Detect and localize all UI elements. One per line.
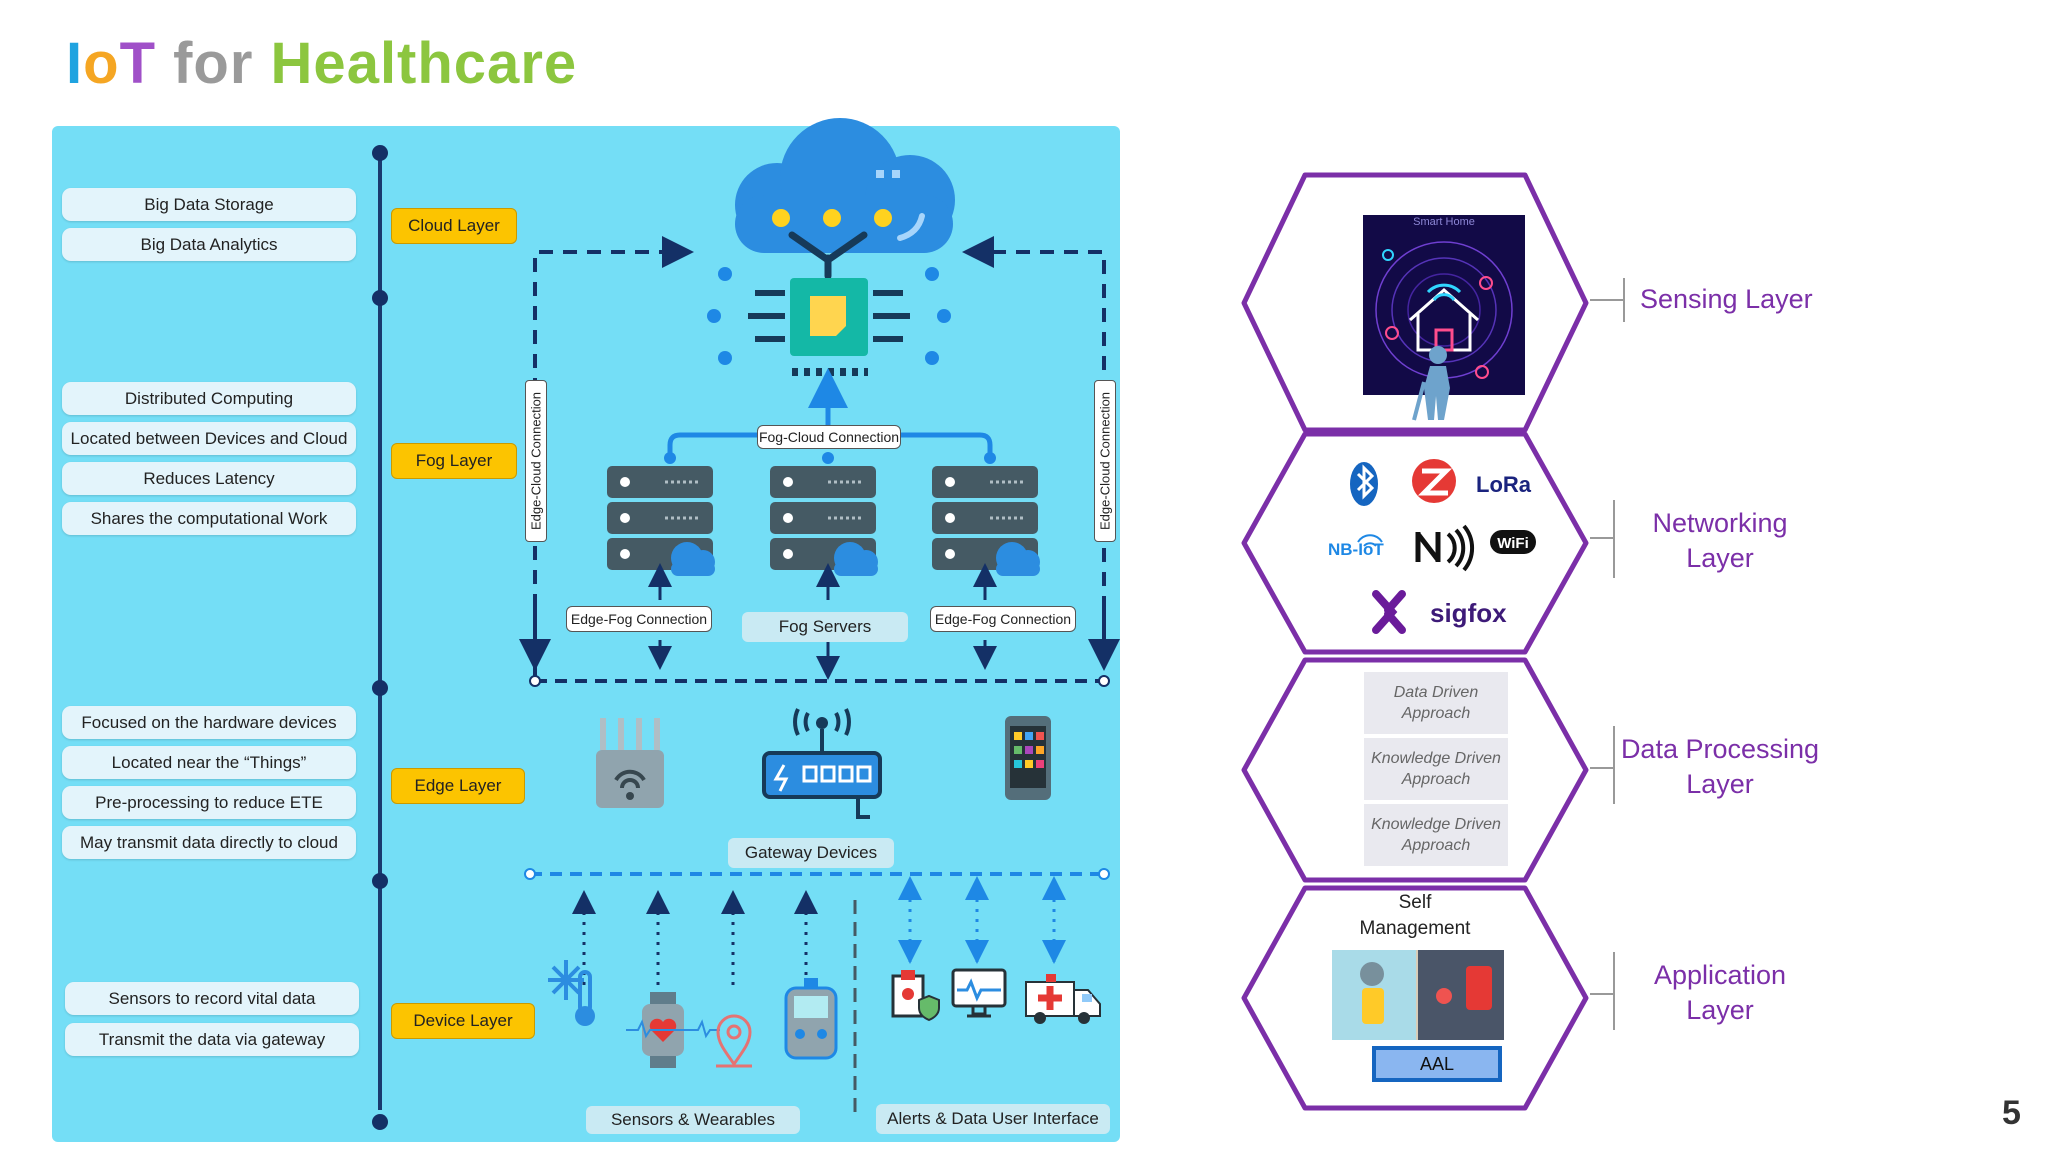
self-management-line: Management [1359, 918, 1471, 939]
medical-record-icon [891, 970, 940, 1022]
edge-fog-connection-label-right: Edge-Fog Connection [930, 606, 1076, 632]
edge-layer-label: Edge Layer [391, 768, 525, 804]
timeline-dot [372, 1114, 388, 1130]
router-icon [596, 718, 664, 808]
processing-line: Layer [1686, 769, 1754, 799]
device-item-sensors: Sensors to record vital data [65, 982, 359, 1015]
sigfox-icon [1372, 590, 1406, 634]
layer-timeline [378, 150, 382, 1110]
timeline-dot [372, 145, 388, 161]
sigfox-label: sigfox [1430, 598, 1507, 628]
aal-image [1332, 950, 1504, 1082]
timeline-dot [372, 680, 388, 696]
title-healthcare: Healthcare [270, 31, 578, 96]
application-line: Layer [1686, 995, 1754, 1025]
fog-server-icon [607, 466, 715, 576]
gateway-icon [762, 708, 882, 819]
svg-text:WiFi: WiFi [1497, 535, 1529, 552]
page-number: 5 [2002, 1094, 2021, 1132]
approach-line: Approach [1401, 837, 1471, 854]
fog-item-distributed: Distributed Computing [62, 382, 356, 415]
timeline-dot [372, 873, 388, 889]
nb-iot-icon [1357, 534, 1383, 547]
smart-home-caption: Smart Home [1413, 216, 1475, 228]
glucose-meter-icon [784, 978, 838, 1060]
device-item-transmit: Transmit the data via gateway [65, 1023, 359, 1056]
edge-fog-connection-label-left: Edge-Fog Connection [566, 606, 712, 632]
sensing-layer-label: Sensing Layer [1640, 284, 1813, 314]
ambulance-icon [1025, 974, 1101, 1024]
title-letter-i: I [66, 31, 84, 96]
lora-label: LoRa [1476, 472, 1531, 497]
processing-line: Data Processing [1620, 734, 1820, 764]
networking-line: Layer [1686, 543, 1754, 573]
gateway-devices-label: Gateway Devices [728, 838, 894, 868]
monitor-vitals-icon [951, 968, 1007, 1018]
approach-line: Approach [1401, 705, 1471, 722]
sensors-wearables-label: Sensors & Wearables [586, 1106, 800, 1134]
fog-layer-label: Fog Layer [391, 443, 517, 479]
edge-item-hardware: Focused on the hardware devices [62, 706, 356, 739]
fog-item-shares: Shares the computational Work [62, 502, 356, 535]
aal-label: AAL [1419, 1053, 1455, 1074]
nb-iot-label: NB-IoT [1328, 540, 1384, 559]
title-letter-t: T [119, 31, 156, 96]
title-for: for [156, 31, 271, 96]
fog-server-icon [770, 466, 878, 576]
processor-chip-icon [707, 267, 951, 376]
zigbee-icon [1412, 459, 1456, 503]
page-title: IoT for Healthcare [66, 30, 577, 97]
edge-item-preprocess: Pre-processing to reduce ETE [62, 786, 356, 819]
self-management-line: Self [1398, 892, 1432, 913]
edge-item-transmit: May transmit data directly to cloud [62, 826, 356, 859]
application-line: Application [1653, 960, 1787, 990]
edge-item-location: Located near the “Things” [62, 746, 356, 779]
edge-cloud-connection-label-right: Edge-Cloud Connection [1094, 380, 1116, 542]
approach-line: Knowledge Driven [1371, 750, 1501, 767]
smart-home-image [1363, 215, 1525, 421]
device-layer-label: Device Layer [391, 1003, 535, 1039]
edge-cloud-connection-label-left: Edge-Cloud Connection [525, 380, 547, 542]
location-pin-icon [716, 1014, 752, 1068]
cloud-icon [735, 118, 955, 280]
cloud-item-storage: Big Data Storage [62, 188, 356, 221]
alerts-ui-label: Alerts & Data User Interface [876, 1104, 1110, 1134]
bluetooth-icon [1350, 462, 1378, 506]
fog-item-location: Located between Devices and Cloud [62, 422, 356, 455]
wifi-icon: WiFi [1490, 530, 1536, 554]
bracket-lines [1590, 278, 1625, 1030]
cloud-layer-label: Cloud Layer [391, 208, 517, 244]
approach-line: Approach [1401, 771, 1471, 788]
timeline-dot [372, 290, 388, 306]
fog-servers-label: Fog Servers [742, 612, 908, 642]
nfc-icon [1415, 524, 1475, 572]
temperature-sensor-icon [548, 960, 595, 1026]
fog-server-icon [932, 466, 1040, 576]
smartphone-icon [1005, 716, 1051, 800]
heart-rate-watch-icon [626, 992, 720, 1068]
fog-item-latency: Reduces Latency [62, 462, 356, 495]
cloud-item-analytics: Big Data Analytics [62, 228, 356, 261]
approach-line: Data Driven [1393, 684, 1479, 701]
networking-line: Networking [1652, 508, 1788, 538]
fog-cloud-connection-label: Fog-Cloud Connection [757, 425, 901, 449]
approach-line: Knowledge Driven [1371, 816, 1501, 833]
title-letter-o: o [83, 31, 120, 96]
